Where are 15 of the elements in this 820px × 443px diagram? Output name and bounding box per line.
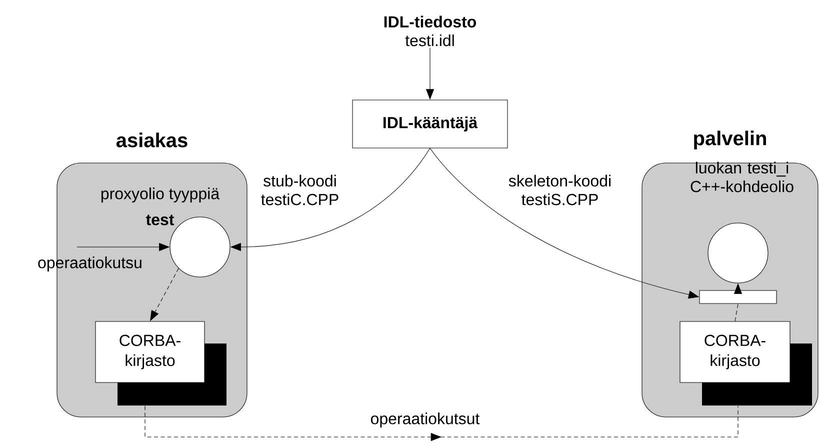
node-label: asiakas [116,132,188,148]
edge-label: skeleton-koodi testiS.CPP [508,174,610,206]
object-caption: luokan testi_i C++-kohdeolio [690,162,794,192]
library-box: CORBA- kirjasto [95,321,226,406]
object-caption: test [146,214,174,226]
process-box: IDL-kääntäjä [352,100,508,148]
interface-bar [699,290,777,304]
node-label: palvelin [694,130,766,150]
object-circle [708,222,768,284]
edge-label: operaatiokutsut [370,412,480,428]
object-caption: proxyolio tyyppiä [101,188,220,202]
file-label: IDL-tiedosto testi.idl [384,16,476,46]
library-box: CORBA- kirjasto [680,321,812,406]
edge-label: operaatiokutsu [38,256,142,272]
edge-label: stub-koodi testiC.CPP [261,174,338,206]
